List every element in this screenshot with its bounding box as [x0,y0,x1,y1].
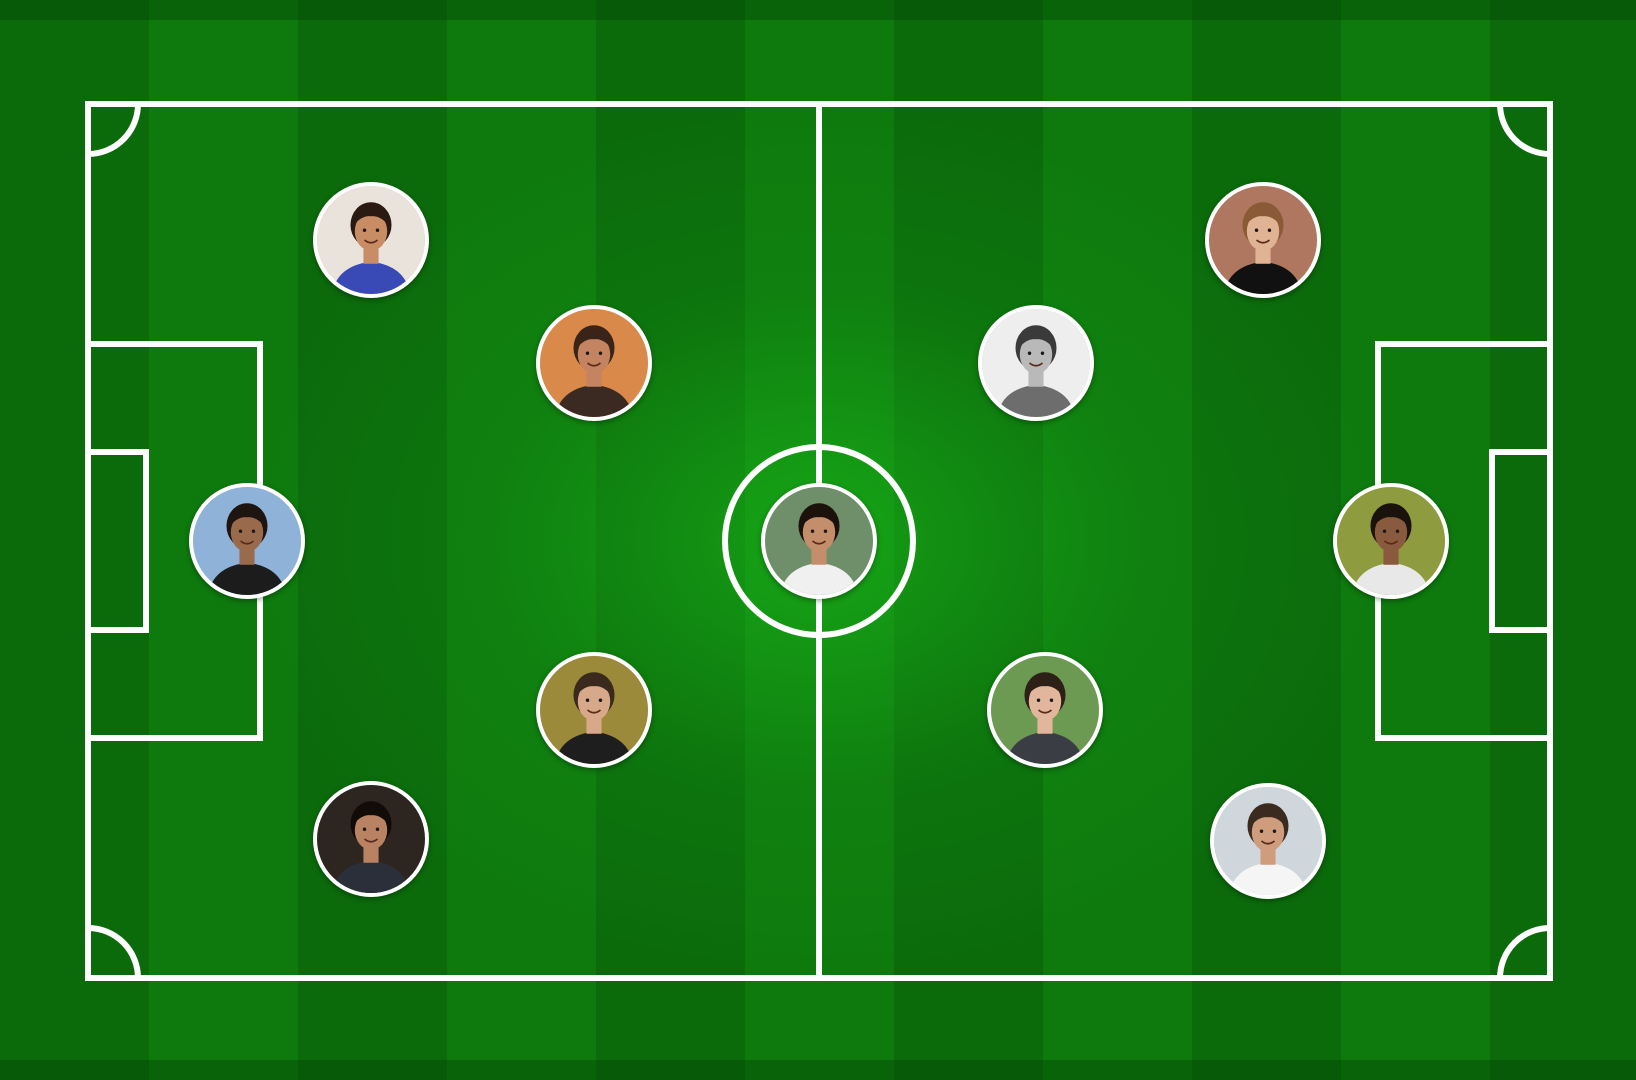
player-avatar-10[interactable] [987,652,1103,768]
player-avatar-7[interactable] [1205,182,1321,298]
player-avatar-11[interactable] [1210,783,1326,899]
avatar-man-smiling-brick [1209,186,1317,294]
avatar-man-black-tee [540,656,648,764]
avatar-man-grayscale [982,309,1090,417]
corner-arc-bottom-right [1497,925,1551,979]
avatar-man-trees [1337,487,1445,595]
avatar-woman-blue-shirt [317,186,425,294]
avatar-woman-sunglasses [1214,787,1322,895]
player-avatar-9[interactable] [1333,483,1449,599]
avatar-man-bearded-smiling [765,487,873,595]
left-goal-area [85,449,149,633]
avatar-man-dark-hair [317,785,425,893]
player-avatar-8[interactable] [978,305,1094,421]
player-avatar-4[interactable] [761,483,877,599]
player-avatar-2[interactable] [536,305,652,421]
avatar-man-park [991,656,1099,764]
player-avatar-3[interactable] [189,483,305,599]
center-circle [722,444,916,638]
pitch-top-band [0,0,1636,20]
player-avatar-5[interactable] [536,652,652,768]
corner-arc-top-left [87,103,141,157]
avatar-goalkeeper-woman [193,487,301,595]
player-avatar-6[interactable] [313,781,429,897]
right-goal-area [1489,449,1553,633]
avatar-woman-smiling [540,309,648,417]
pitch-bottom-band [0,1060,1636,1080]
corner-arc-bottom-left [87,925,141,979]
player-avatar-1[interactable] [313,182,429,298]
corner-arc-top-right [1497,103,1551,157]
